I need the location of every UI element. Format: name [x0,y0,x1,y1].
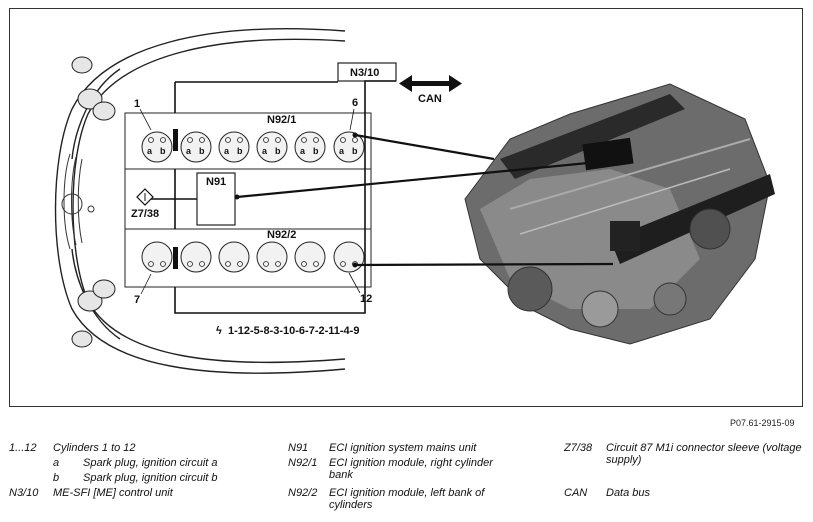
z7-38-connector-icon [136,188,154,206]
legend-desc: ECI ignition module, right cylinder bank [329,457,493,481]
plug-a-label: a [300,146,306,156]
plug-b-label: b [160,146,166,156]
cylinder-12-label: 12 [360,293,372,305]
legend-desc: Data bus [606,487,651,499]
n91-label: N91 [206,176,226,188]
spark-plug-dots [148,137,358,267]
legend-code: b [53,472,60,484]
plug-letters: a b a b a b a b a b a b [147,146,358,156]
middle-band [124,168,372,230]
plug-a-label: a [186,146,192,156]
car-outline [54,28,346,374]
legend-desc: Spark plug, ignition circuit b [83,472,218,484]
legend-desc: ME-SFI [ME] control unit [53,487,173,499]
legend-desc: ECI ignition module, left bank of cylind… [329,487,485,511]
plug-b-label: b [275,146,281,156]
cylinder-6-label: 6 [352,97,358,109]
legend-desc: Circuit 87 M1i connector sleeve (voltage… [606,442,802,466]
lightning-icon: ϟ [216,325,222,337]
legend: 1...12 Cylinders 1 to 12 a Spark plug, i… [9,440,809,520]
lead-dots [234,132,358,268]
plug-b-label: b [313,146,319,156]
plug-a-label: a [224,146,230,156]
cylinders-right-bank [141,131,365,163]
wiring [150,80,396,314]
n91-box [196,172,236,226]
legend-code: N3/10 [9,487,39,499]
legend-desc: Cylinders 1 to 12 [53,442,136,454]
plug-b-label: b [352,146,358,156]
diagram-frame: a b a b a b a b a b a b N91 N3/10 CAN [9,8,803,407]
plug-b-label: b [237,146,243,156]
legend-desc: Spark plug, ignition circuit a [83,457,218,469]
cylinder-1-label: 1 [134,98,140,110]
z7-38-label: Z7/38 [131,208,159,220]
legend-code: 1...12 [9,442,37,454]
legend-code: Z7/38 [564,442,593,454]
legend-code: N92/2 [288,487,318,499]
headlights [71,56,116,348]
bank-connectors [173,129,178,269]
ignition-system-diagram: a b a b a b a b a b a b N91 N3/10 CAN [54,28,775,374]
plug-b-label: b [199,146,205,156]
legend-code: CAN [564,487,588,499]
engine-image [464,83,775,345]
figure-reference: P07.61-2915-09 [730,418,795,428]
cylinder-7-label: 7 [134,294,140,306]
plug-a-label: a [262,146,268,156]
n3-10-label: N3/10 [350,67,379,79]
n92-1-label: N92/1 [267,114,296,126]
can-arrow [399,75,462,92]
plug-a-label: a [339,146,345,156]
legend-code: N92/1 [288,457,318,469]
plug-a-label: a [147,146,153,156]
firing-order: 1-12-5-8-3-10-6-7-2-11-4-9 [228,325,359,337]
engine-leads [236,133,614,267]
can-label: CAN [418,93,442,105]
n92-2-label: N92/2 [267,229,296,241]
legend-code: N91 [288,442,309,454]
legend-code: a [53,457,60,469]
grille [61,153,95,250]
legend-desc: ECI ignition system mains unit [329,442,477,454]
